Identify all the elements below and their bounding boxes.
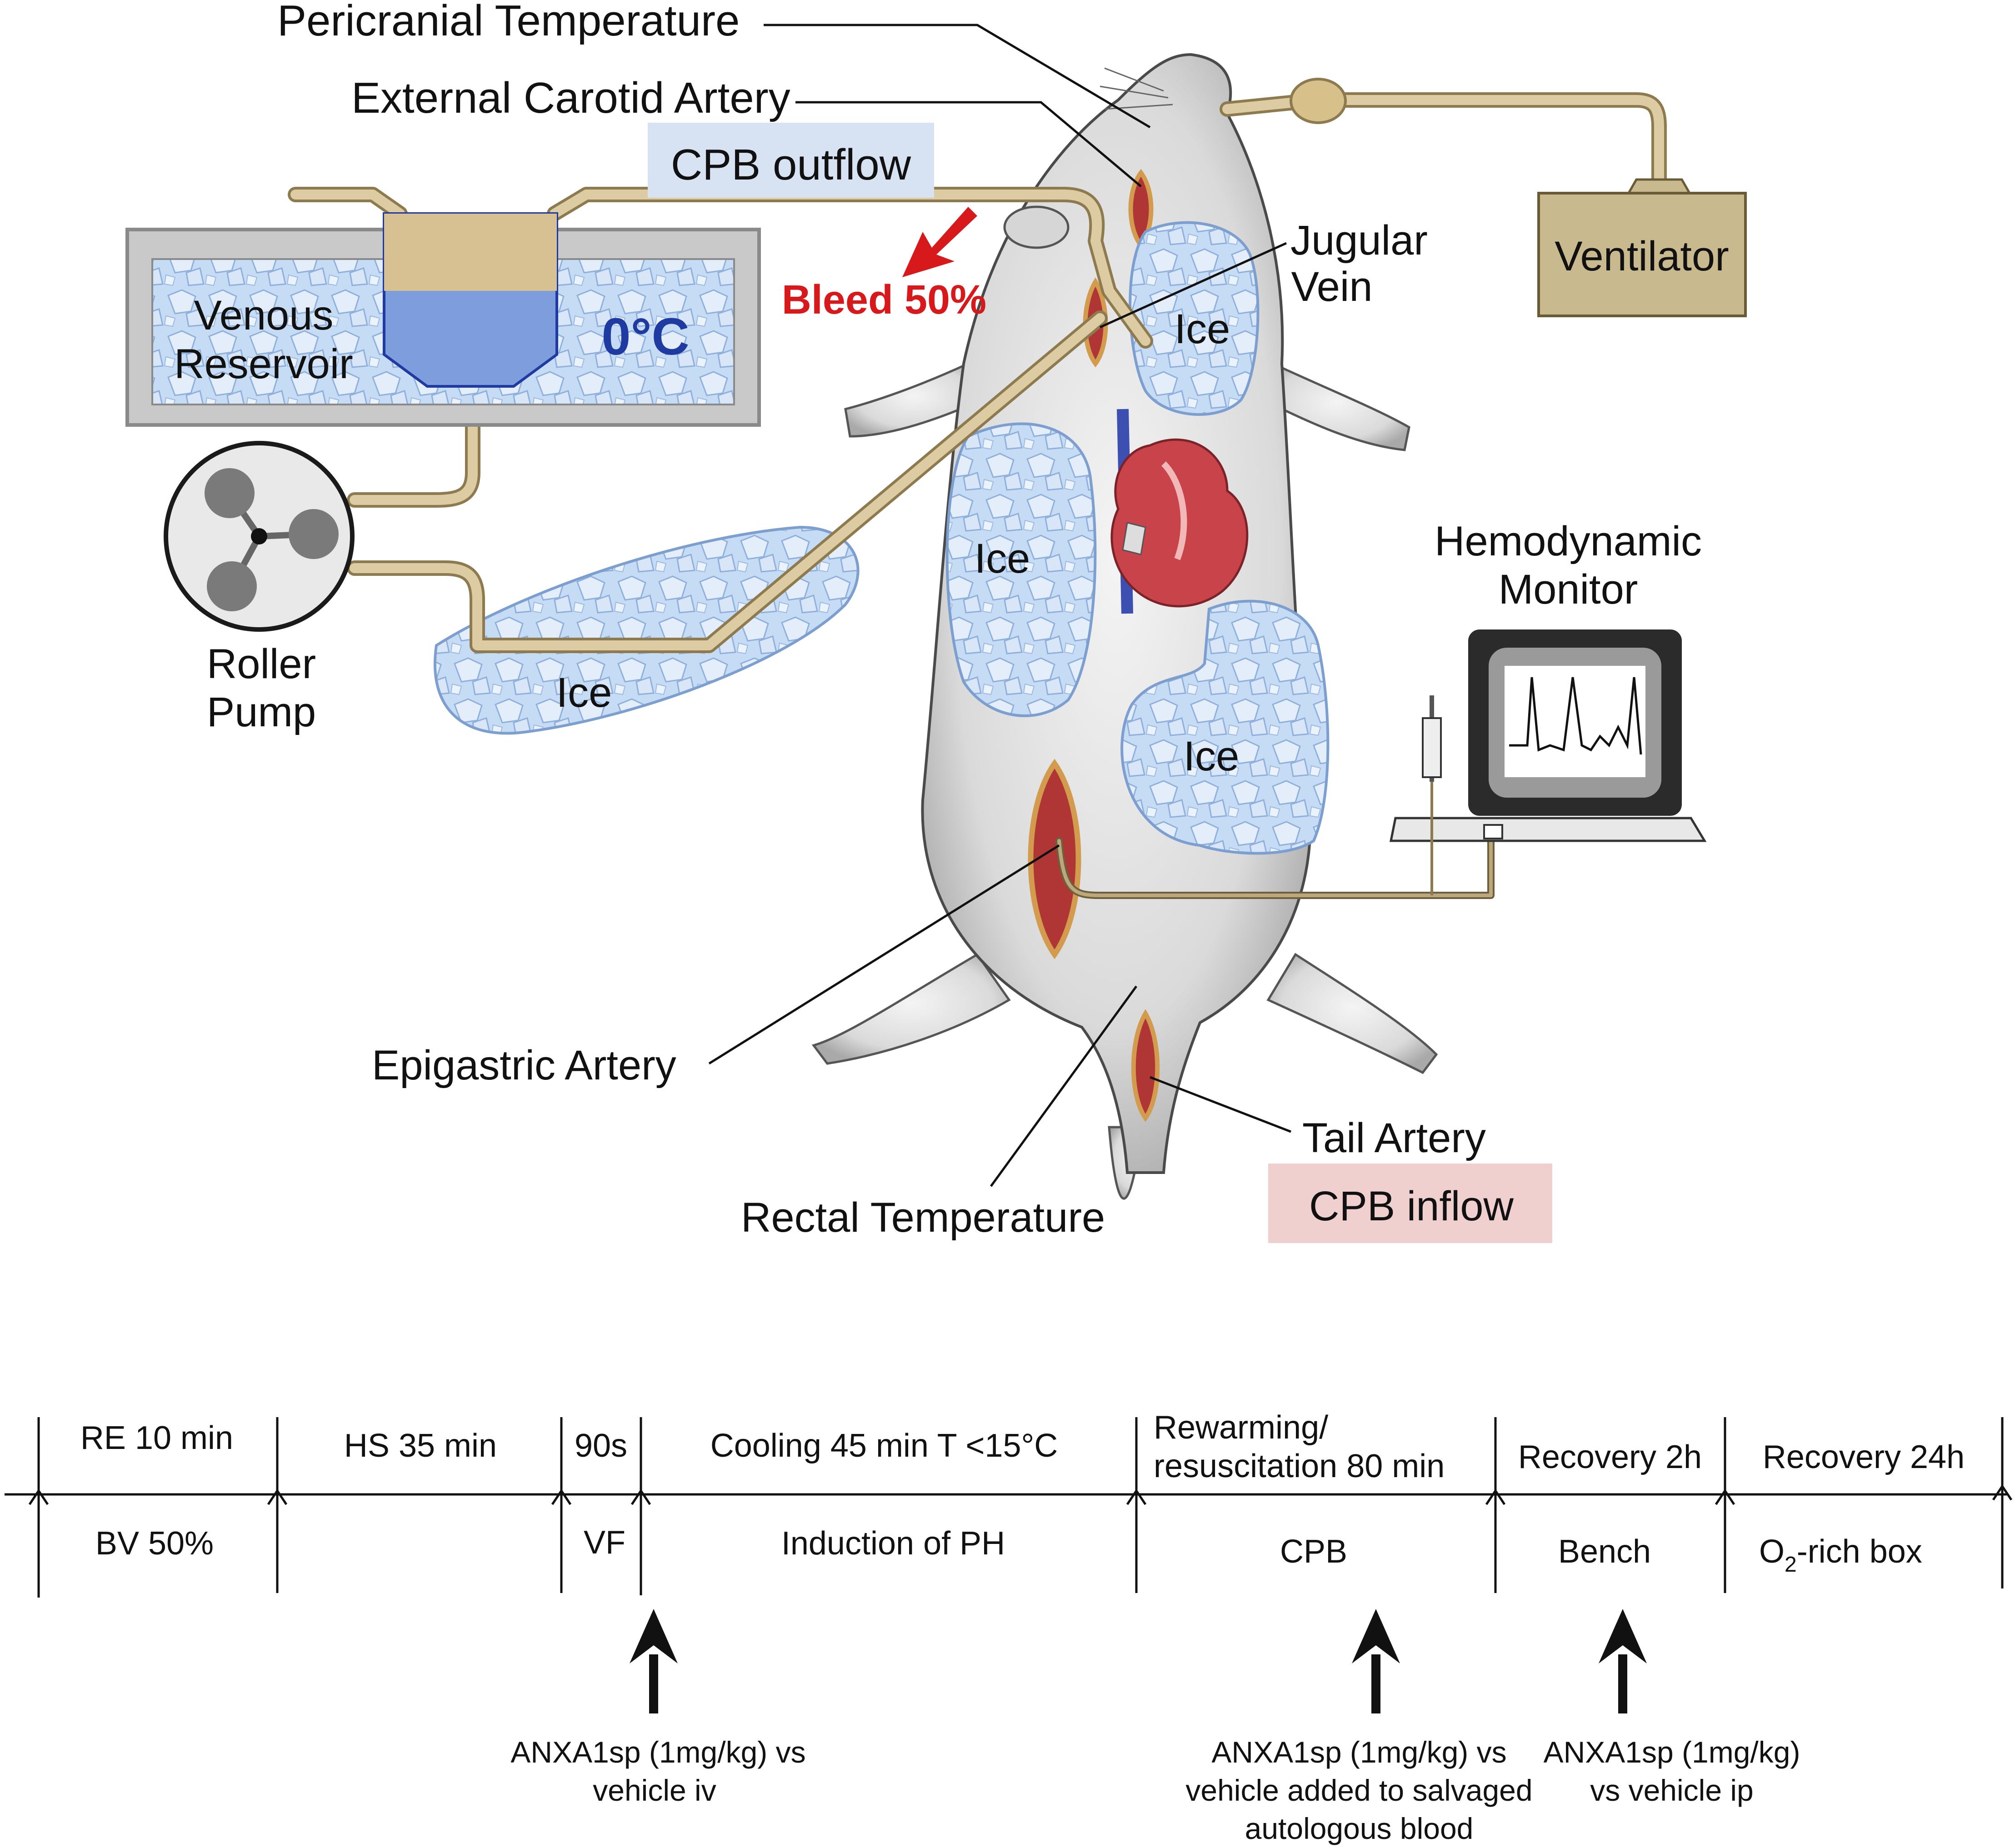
hemodynamic-monitor-label-line1: Hemodynamic (1435, 518, 1702, 564)
ice-pack-tubing (433, 525, 860, 735)
phase-cooling-label: Cooling 45 min T <15°C (710, 1428, 1058, 1464)
external-carotid-artery-label: External Carotid Artery (351, 74, 790, 122)
heart-illustration (1110, 409, 1249, 614)
treatment-3-line2: vs vehicle ip (1590, 1773, 1754, 1807)
ice-pack-right-torso (1120, 599, 1330, 855)
treatment-3-line1: ANXA1sp (1mg/kg) (1544, 1735, 1800, 1769)
treatment-2-line2: vehicle added to salvaged (1185, 1773, 1532, 1807)
phase-90s-label: 90s (575, 1428, 627, 1464)
ice-label-tubing: Ice (556, 669, 612, 716)
venous-reservoir (125, 212, 761, 427)
treatment-arrow-1 (630, 1609, 678, 1713)
intervention-bv-label: BV 50% (95, 1525, 214, 1562)
cpb-inflow-label: CPB inflow (1309, 1183, 1514, 1229)
ice-label-left-torso: Ice (975, 535, 1030, 582)
waveform-trace (1509, 677, 1642, 755)
phase-re-label: RE 10 min (80, 1420, 233, 1456)
pericranial-temperature-label: Pericranial Temperature (277, 0, 740, 45)
o2-text-main: O (1759, 1533, 1785, 1570)
intervention-induction-label: Induction of PH (781, 1525, 1005, 1562)
venous-reservoir-label-line1: Venous (194, 292, 334, 339)
treatment-2-line1: ANXA1sp (1mg/kg) vs (1211, 1735, 1506, 1769)
phase-recovery-2h-label: Recovery 2h (1518, 1439, 1702, 1475)
venous-reservoir-label-line2: Reservoir (174, 341, 353, 387)
intervention-cpb-label: CPB (1280, 1533, 1347, 1570)
epigastric-artery-label: Epigastric Artery (372, 1042, 676, 1089)
ventilator-label: Ventilator (1555, 233, 1729, 280)
intervention-o2-box-label: O2-rich box (1759, 1533, 1922, 1577)
treatment-arrows (630, 1609, 1647, 1713)
hemodynamic-monitor (1389, 629, 1707, 895)
roller-pump (164, 441, 355, 632)
bleed-label: Bleed 50% (782, 277, 986, 323)
ice-label-neck: Ice (1175, 306, 1230, 352)
ventilator (1537, 178, 1747, 317)
intervention-vf-label: VF (584, 1524, 625, 1561)
phase-hs-label: HS 35 min (344, 1428, 497, 1464)
phase-rewarming-label-line2: resuscitation 80 min (1154, 1448, 1445, 1484)
timeline-dividers (37, 1417, 2004, 1598)
cpb-diagram: Pericranial Temperature External Carotid… (125, 0, 1747, 1243)
roller-pump-label-line1: Roller (207, 641, 316, 687)
treatment-arrow-2 (1352, 1609, 1400, 1713)
jugular-vein-label-line2: Vein (1291, 264, 1372, 310)
phase-rewarming-label-line1: Rewarming/ (1154, 1409, 1328, 1446)
rectal-temperature-label: Rectal Temperature (741, 1194, 1105, 1241)
tail-artery-label: Tail Artery (1302, 1115, 1486, 1161)
treatment-1-line1: ANXA1sp (1mg/kg) vs (510, 1735, 805, 1769)
intervention-bench-label: Bench (1558, 1533, 1651, 1570)
protocol-timeline: RE 10 min HS 35 min 90s Cooling 45 min T… (5, 1409, 2013, 1845)
cpb-inflow-box (1268, 1164, 1552, 1243)
bleed-arrow (902, 207, 977, 277)
cpb-outflow-box (648, 123, 934, 198)
roller-pump-label-line2: Pump (207, 689, 316, 735)
o2-subscript: 2 (1785, 1553, 1797, 1577)
jugular-vein-label-line1: Jugular (1290, 217, 1428, 264)
treatment-arrow-3 (1599, 1609, 1647, 1713)
leader-lines (708, 24, 1291, 1187)
hemodynamic-monitor-label-line2: Monitor (1499, 566, 1638, 613)
reservoir-temperature-label: 0°C (602, 308, 690, 366)
treatment-1-line2: vehicle iv (593, 1773, 716, 1807)
phase-recovery-24h-label: Recovery 24h (1763, 1439, 1965, 1475)
o2-text-rest: -rich box (1797, 1533, 1922, 1570)
surgical-incisions (1028, 169, 1160, 1122)
timeline-tick-arrows (28, 1484, 2013, 1505)
treatment-2-line3: autologous blood (1245, 1812, 1474, 1845)
ice-label-right-torso: Ice (1184, 733, 1240, 779)
cpb-outflow-label: CPB outflow (671, 140, 911, 189)
ventilator-connector (1290, 78, 1347, 124)
ice-pack-left-torso (945, 422, 1097, 717)
cpb-tubing (288, 92, 1667, 899)
